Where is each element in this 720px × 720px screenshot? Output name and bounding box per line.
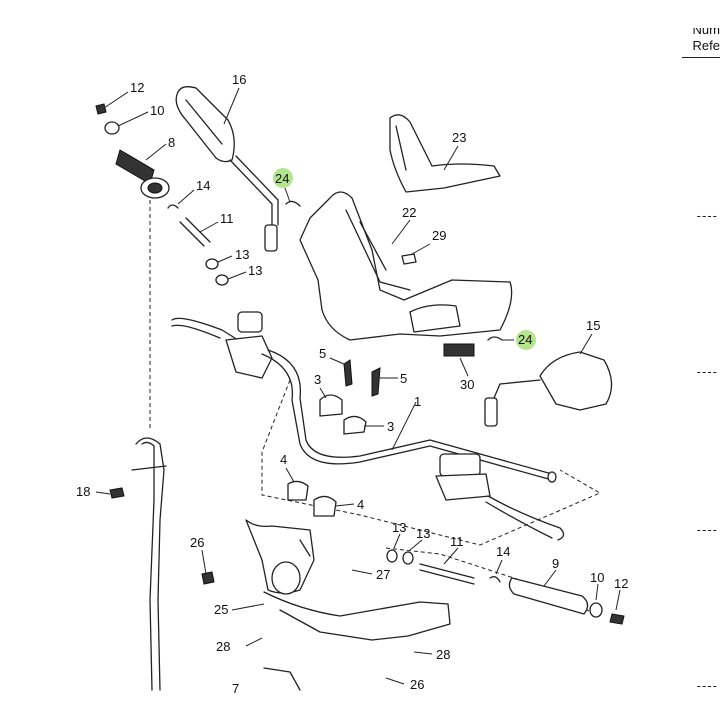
callout-28: 28 [436,647,450,662]
callout-11: 11 [450,534,464,549]
callout-13: 13 [416,526,430,541]
callout-27: 27 [376,567,390,582]
callout-14: 14 [196,178,210,193]
handlebar [261,349,602,546]
callout-10: 10 [150,103,164,118]
callout-26: 26 [190,535,204,550]
right-mirror [484,351,613,427]
reference-header-cut: Num [692,22,720,37]
callout-8: 8 [168,135,175,150]
callout-13: 13 [235,247,249,262]
highlight-24-right [516,330,536,350]
callout-26: 26 [410,677,424,692]
row-marker: ---- [696,522,718,537]
callout-24: 24 [275,171,289,186]
right-grip-parts [385,547,625,625]
leader-16 [223,87,240,125]
callout-12: 12 [130,80,144,95]
callout-23: 23 [452,130,466,145]
callout-14: 14 [496,544,510,559]
callout-13: 13 [392,520,406,535]
callout-7: 7 [232,681,239,696]
callout-24: 24 [518,332,532,347]
handlebar-holders [287,359,381,517]
callout-16: 16 [232,72,246,87]
callout-5: 5 [319,346,326,361]
callout-18: 18 [76,484,90,499]
callout-29: 29 [432,228,446,243]
callout-4: 4 [357,497,364,512]
left-small-parts [167,204,229,286]
callout-28: 28 [216,639,230,654]
callout-9: 9 [552,556,559,571]
callout-3: 3 [387,419,394,434]
highlight-24-top [273,168,293,188]
lower-bracket [245,519,451,641]
center-cover [389,114,501,193]
upper-cowling [299,191,513,341]
callout-30: 30 [460,377,474,392]
throttle-cable [109,437,167,691]
left-lever [171,311,273,379]
callout-3: 3 [314,372,321,387]
callout-25: 25 [214,602,228,617]
row-marker: ---- [696,678,718,693]
reference-underline [682,57,720,58]
callout-12: 12 [614,576,628,591]
callout-1: 1 [414,394,421,409]
callout-15: 15 [586,318,600,333]
reference-header: Refe [692,38,720,53]
right-lever [435,453,565,541]
left-grip [95,103,170,199]
callout-11: 11 [220,211,234,226]
row-marker: ---- [696,364,718,379]
callout-13: 13 [248,263,262,278]
left-mirror [175,86,279,252]
row-marker: ---- [696,208,718,223]
callout-4: 4 [280,452,287,467]
badge-30 [443,343,475,357]
callout-10: 10 [590,570,604,585]
callout-5: 5 [400,371,407,386]
callout-22: 22 [402,205,416,220]
